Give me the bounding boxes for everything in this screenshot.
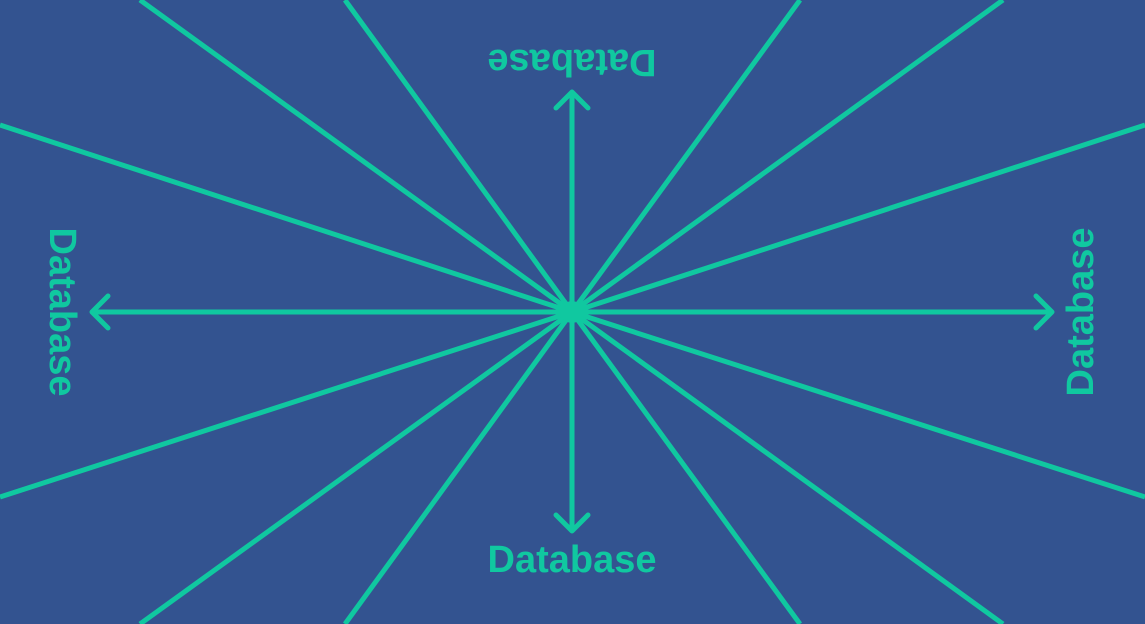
database-label-top: Database bbox=[488, 41, 657, 83]
ray-line-12 bbox=[570, 309, 1005, 624]
arrowhead-right-icon bbox=[1033, 293, 1055, 331]
center-hub bbox=[561, 301, 583, 323]
ray-line-3 bbox=[569, 0, 803, 314]
ray-line-1 bbox=[138, 0, 574, 315]
arrowhead-left-icon bbox=[89, 293, 111, 331]
arrowhead-down-icon bbox=[553, 512, 591, 534]
ray-line-9 bbox=[138, 309, 574, 624]
ray-line-5 bbox=[0, 122, 573, 315]
database-label-left: Database bbox=[41, 228, 83, 397]
ray-line-11 bbox=[569, 310, 803, 624]
ray-line-10 bbox=[342, 310, 575, 624]
ray-line-8 bbox=[571, 309, 1145, 500]
arrowhead-up-icon bbox=[553, 89, 591, 111]
database-label-bottom: Database bbox=[488, 539, 657, 581]
axis-group bbox=[89, 89, 1055, 534]
ray-line-2 bbox=[342, 0, 575, 314]
ray-line-4 bbox=[570, 0, 1005, 315]
ray-line-6 bbox=[571, 122, 1145, 315]
database-label-right: Database bbox=[1060, 228, 1102, 397]
ray-line-7 bbox=[0, 309, 573, 500]
